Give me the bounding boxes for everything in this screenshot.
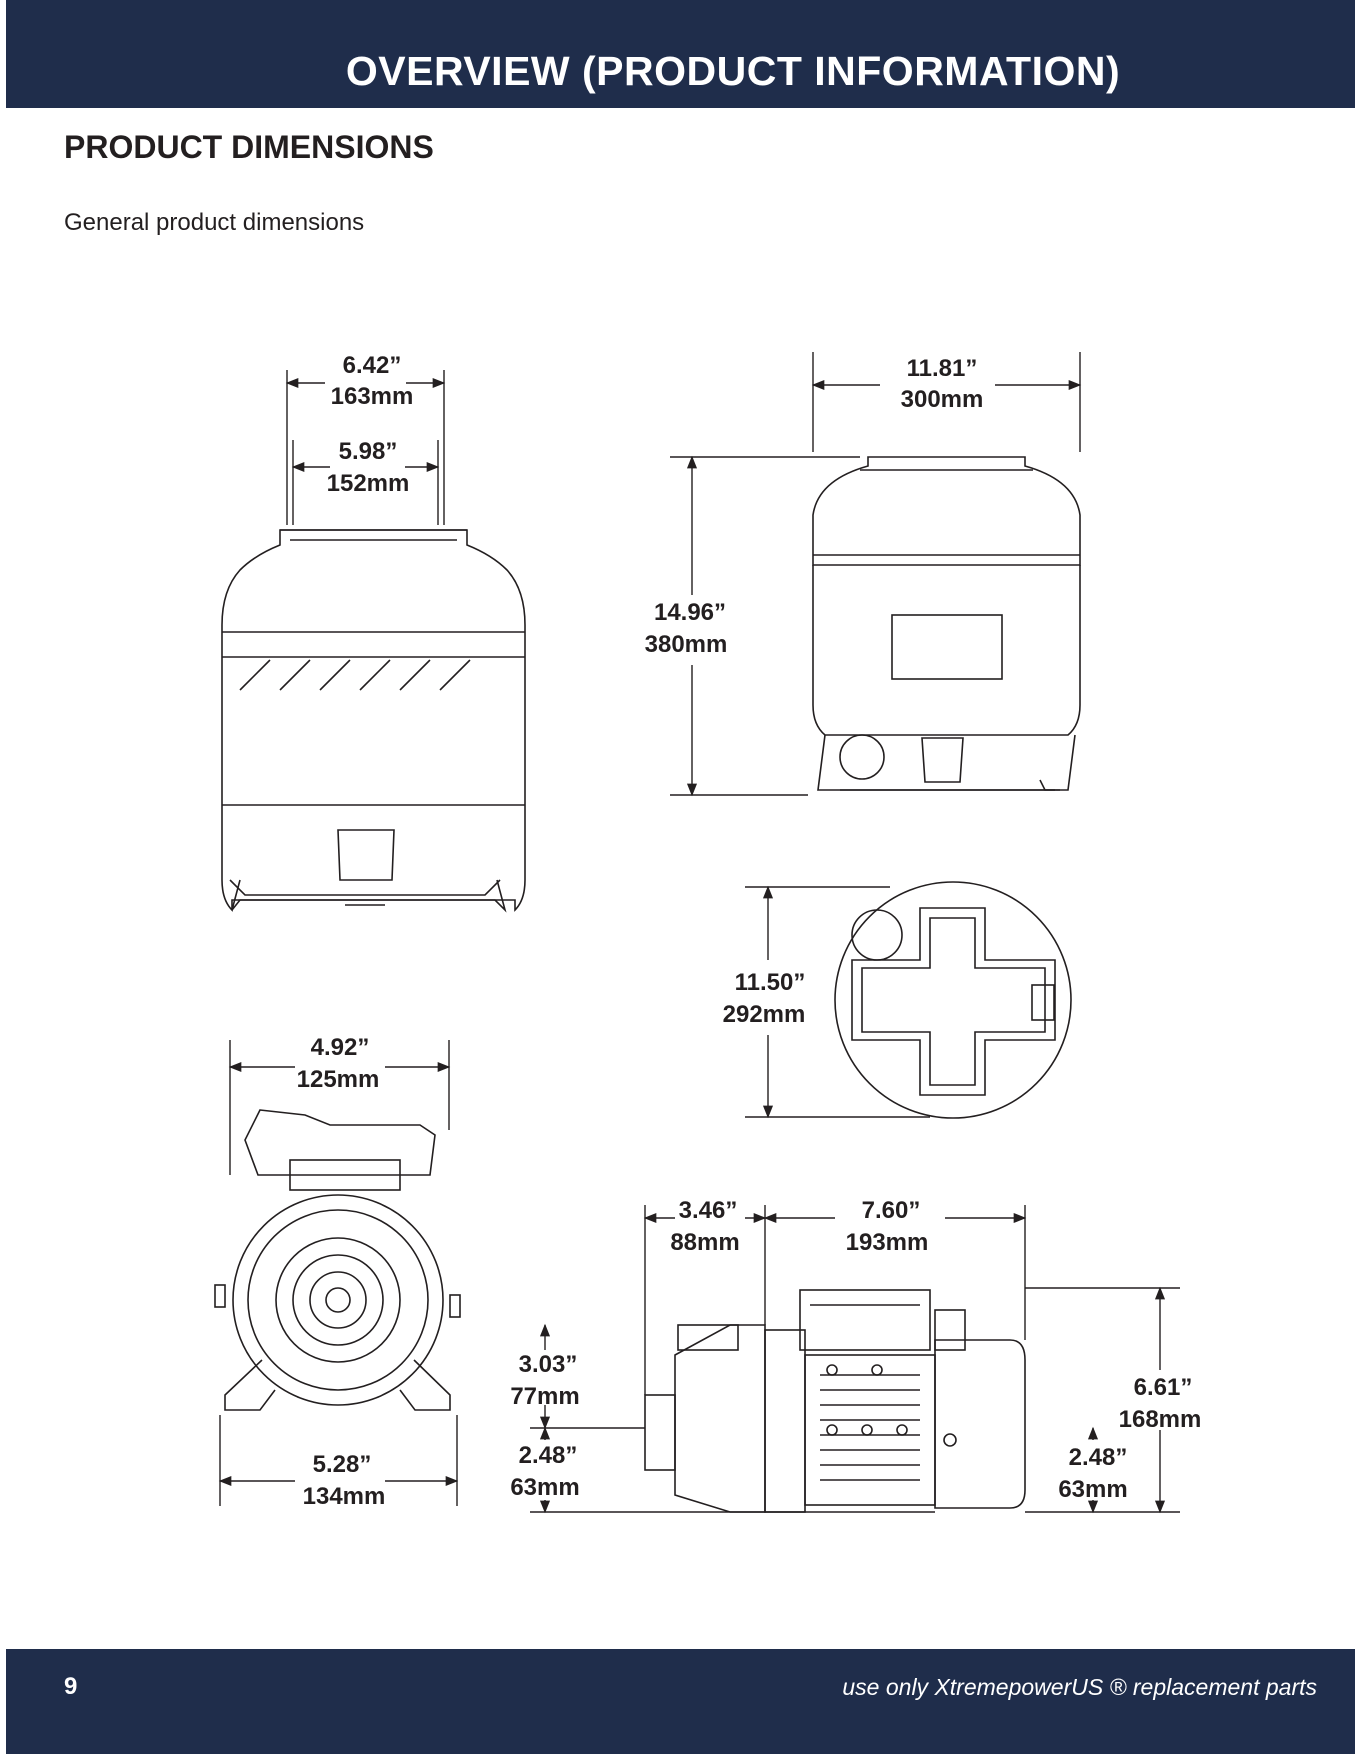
pump-side-drawing [645,1290,1025,1512]
dim-tank-width-mm: 300mm [901,386,984,413]
dim-pump-top-width-in: 4.92” [311,1034,370,1061]
dim-pump-top-width-mm: 125mm [297,1066,380,1093]
dim-pump-front [220,1040,457,1506]
dim-tank-side [670,352,1080,795]
dim-tank-outer-neck-mm: 163mm [331,383,414,410]
dim-pump-inlet-len-in: 3.46” [679,1197,738,1224]
dim-tank-inner-neck-in: 5.98” [339,438,398,465]
dim-tank-height-in: 14.96” [654,599,726,626]
tank-bottom-drawing [835,882,1071,1118]
dim-pump-height-in: 6.61” [1134,1374,1193,1401]
dim-pump-base-width-in: 5.28” [313,1451,372,1478]
dim-pump-inlet-base-mm: 63mm [510,1474,579,1501]
dim-tank-base-mm: 292mm [723,1001,806,1028]
page-number: 9 [64,1673,77,1701]
dim-pump-inlet-len-mm: 88mm [670,1229,739,1256]
dim-tank-height-mm: 380mm [645,631,728,658]
dim-pump-inlet-height-in: 3.03” [519,1351,578,1378]
footer-note: use only XtremepowerUS ® replacement par… [842,1674,1317,1701]
tank-side-drawing [813,457,1080,790]
dim-pump-height-mm: 168mm [1119,1406,1202,1433]
footer-band [6,1649,1355,1754]
dim-tank-inner-neck-mm: 152mm [327,470,410,497]
dim-pump-base-width-mm: 134mm [303,1483,386,1510]
dim-pump-inlet-base-in: 2.48” [519,1442,578,1469]
dim-pump-motor-len-in: 7.60” [862,1197,921,1224]
dim-pump-motor-len-mm: 193mm [846,1229,929,1256]
tank-front-drawing [222,530,525,910]
dim-tank-base-in: 11.50” [735,969,806,996]
pump-front-drawing [215,1110,460,1410]
dim-pump-motor-base-mm: 63mm [1058,1476,1127,1503]
dim-tank-outer-neck-in: 6.42” [343,352,402,379]
dim-pump-motor-base-in: 2.48” [1069,1444,1128,1471]
dim-tank-width-in: 11.81” [907,355,978,382]
dim-pump-inlet-height-mm: 77mm [510,1383,579,1410]
